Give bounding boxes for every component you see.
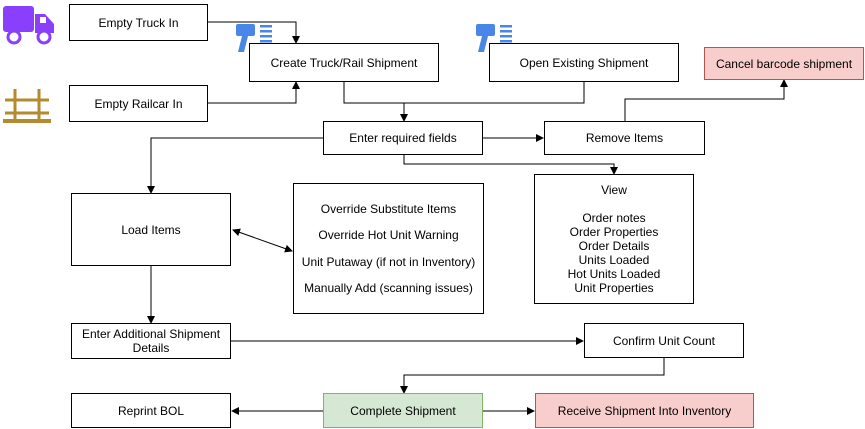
node-enter-required-fields: Enter required fields: [323, 121, 483, 155]
view-item: Units Loaded: [578, 253, 650, 267]
edge-truck-to-create: [208, 21, 300, 44]
override-item: Manually Add (scanning issues): [304, 280, 473, 295]
edge-confirm-to-complete: [400, 358, 665, 394]
edge-remove-to-cancel: [624, 79, 788, 121]
view-item: Order Properties: [569, 225, 659, 239]
edge-required-to-load: [147, 137, 323, 194]
node-empty-railcar-in: Empty Railcar In: [69, 85, 208, 122]
node-complete-shipment: Complete Shipment: [323, 393, 483, 428]
node-cancel-barcode-shipment: Cancel barcode shipment: [704, 47, 864, 80]
edge-railcar-to-create: [208, 81, 300, 104]
node-load-items: Load Items: [71, 193, 231, 266]
node-confirm-unit-count: Confirm Unit Count: [584, 323, 744, 358]
view-item: Order notes: [582, 211, 646, 225]
node-enter-additional-details: Enter Additional Shipment Details: [71, 323, 231, 359]
node-view: View Order notes Order Properties Order …: [534, 174, 694, 304]
override-item: Override Substitute Items: [320, 202, 457, 217]
node-remove-items: Remove Items: [544, 121, 705, 155]
node-open-existing-shipment: Open Existing Shipment: [489, 43, 679, 82]
node-empty-truck-in: Empty Truck In: [69, 4, 208, 41]
truck-icon: [3, 6, 54, 45]
override-item: Unit Putaway (if not in Inventory): [301, 254, 476, 269]
view-item: Order Details: [578, 239, 650, 253]
edge-load-overrides: [232, 228, 293, 253]
view-item: Hot Units Loaded: [567, 267, 661, 281]
railcar-icon: [3, 89, 51, 123]
override-item: Override Hot Unit Warning: [318, 228, 459, 243]
node-create-shipment: Create Truck/Rail Shipment: [249, 43, 439, 82]
node-receive-into-inventory: Receive Shipment Into Inventory: [535, 393, 754, 428]
edge-create-to-required: [343, 82, 408, 122]
node-reprint-bol: Reprint BOL: [71, 393, 231, 428]
view-title: View: [601, 183, 627, 197]
edge-required-to-view: [403, 155, 618, 175]
edge-open-to-required: [404, 82, 585, 104]
node-override-options: Override Substitute Items Override Hot U…: [293, 183, 484, 314]
view-item: Unit Properties: [574, 281, 654, 295]
